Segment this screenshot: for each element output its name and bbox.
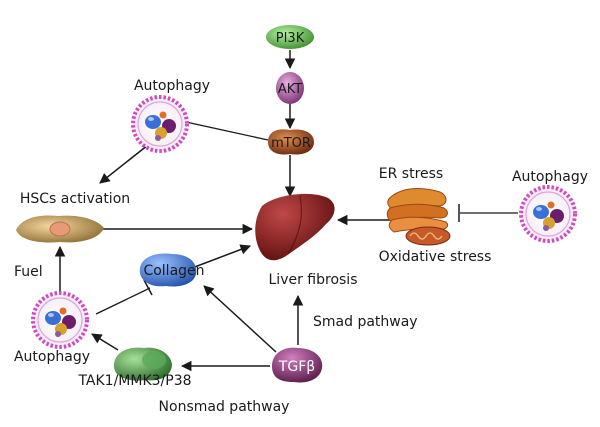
autophagosome-left-icon xyxy=(31,291,89,349)
pi3k-label: PI3K xyxy=(276,31,305,46)
autophagy-left-label: Autophagy xyxy=(14,349,90,365)
hscs-activation-node: HSCs activation xyxy=(16,191,130,243)
tak1-node: TAK1/MMK3/P38 xyxy=(77,347,192,389)
autophagy-right-inhibits-er-line xyxy=(458,204,518,222)
smad-pathway-label: Smad pathway xyxy=(313,314,418,330)
mitochondrion-icon xyxy=(405,226,451,246)
autophagy-left-node: Autophagy xyxy=(14,291,90,365)
fuel-label: Fuel xyxy=(14,264,43,280)
fuel-node: Fuel xyxy=(14,264,43,280)
er-stress-label: ER stress xyxy=(379,166,443,182)
mtor-inhibits-autophagy-line xyxy=(181,112,269,141)
collagen-node: Collagen xyxy=(139,253,205,287)
tak1-label: TAK1/MMK3/P38 xyxy=(77,373,191,389)
nonsmad-pathway-label: Nonsmad pathway xyxy=(159,399,290,415)
oxidative-stress-label: Oxidative stress xyxy=(379,249,492,265)
tgfb-label: TGFβ xyxy=(278,359,315,375)
autophagy-right-node: Autophagy xyxy=(512,169,588,243)
liver-fibrosis-label: Liver fibrosis xyxy=(269,272,358,288)
smad-pathway-node: Smad pathway xyxy=(313,314,418,330)
liver-icon xyxy=(255,193,335,261)
hscs-activation-label: HSCs activation xyxy=(20,191,130,207)
autophagy-top-node: Autophagy xyxy=(131,78,210,153)
autophagy-top-label: Autophagy xyxy=(134,78,210,94)
tgfb-to-collagen-arrow xyxy=(203,285,277,353)
nonsmad-pathway-node: Nonsmad pathway xyxy=(159,399,290,415)
er-stress-node: ER stress Oxidative stress xyxy=(379,166,492,265)
endoplasmic-reticulum-icon xyxy=(386,188,449,233)
akt-node: AKT xyxy=(276,72,304,104)
tgfb-node: TGFβ xyxy=(272,347,323,383)
autophagosome-right-icon xyxy=(519,185,577,243)
collagen-to-liver-arrow xyxy=(191,244,251,269)
tak1-to-autophagy-left-arrow xyxy=(91,333,119,351)
collagen-inhibits-autophagy-line xyxy=(95,279,153,315)
collagen-icon xyxy=(139,253,197,287)
autophagy-to-hscs-arrow xyxy=(99,144,149,184)
autophagy-right-label: Autophagy xyxy=(512,169,588,185)
akt-label: AKT xyxy=(278,82,302,97)
mtor-label: mTOR xyxy=(271,136,311,151)
autophagosome-top-icon xyxy=(131,95,189,153)
collagen-label: Collagen xyxy=(143,263,204,279)
pi3k-node: PI3K xyxy=(266,25,314,49)
mtor-node: mTOR xyxy=(268,129,314,155)
liver-node: Liver fibrosis xyxy=(255,193,358,288)
tgfb-icon xyxy=(272,347,323,383)
